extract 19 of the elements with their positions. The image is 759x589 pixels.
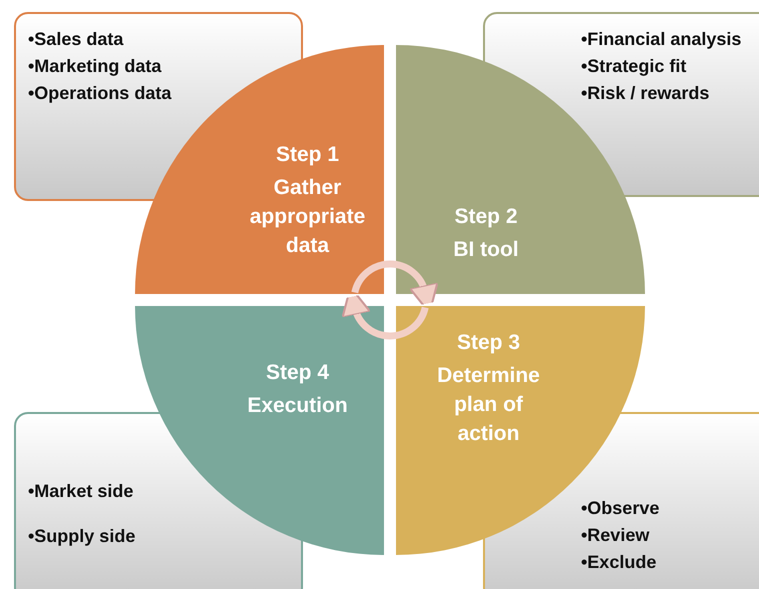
- step-number: Step 3: [456, 330, 522, 356]
- step-number: Step 2: [453, 204, 519, 230]
- bullet-item: •Risk / rewards: [581, 82, 710, 105]
- step-title: Determine plan of action: [436, 363, 541, 447]
- step-title: Gather appropriate data: [248, 175, 366, 259]
- bullet-item: •Supply side: [28, 525, 136, 548]
- bullet-item: •Review: [581, 524, 650, 547]
- bullet-item: •Market side: [28, 480, 134, 503]
- bullet-item: •Exclude: [581, 551, 658, 574]
- bullet-item: •Observe: [581, 497, 660, 520]
- bullet-item: •Strategic fit: [581, 55, 688, 78]
- bullet-item: •Operations data: [28, 82, 172, 105]
- step-number: Step 4: [264, 360, 330, 386]
- step-title: Execution: [246, 393, 349, 419]
- step-title: BI tool: [452, 237, 520, 263]
- bullet-item: •Sales data: [28, 28, 124, 51]
- bullet-item: •Financial analysis: [581, 28, 742, 51]
- bullet-item: •Marketing data: [28, 55, 162, 78]
- step-number: Step 1: [274, 142, 340, 168]
